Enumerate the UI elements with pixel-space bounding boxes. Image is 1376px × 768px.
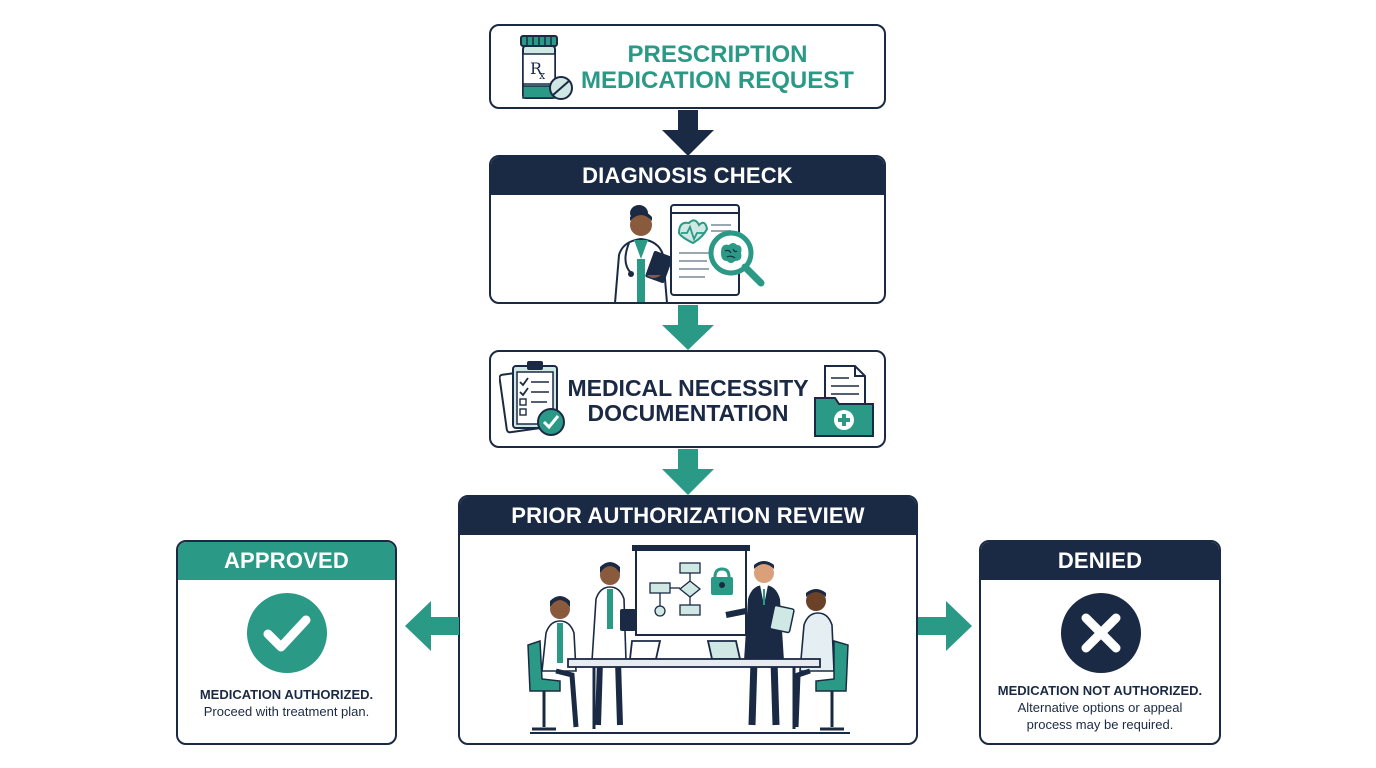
request-title-line1: PRESCRIPTION xyxy=(627,41,808,68)
svg-text:R: R xyxy=(530,59,543,78)
approved-bold-text: MEDICATION AUTHORIZED. xyxy=(199,687,374,702)
down-arrow-icon xyxy=(662,305,714,350)
clipboard-checklist-icon xyxy=(499,361,565,436)
node-prior-authorization-review: PRIOR AUTHORIZATION REVIEW xyxy=(458,495,918,745)
necessity-title-line2: DOCUMENTATION xyxy=(587,400,789,426)
node-diagnosis-check: DIAGNOSIS CHECK xyxy=(489,155,886,304)
diagnosis-header: DIAGNOSIS CHECK xyxy=(491,157,884,195)
svg-text:x: x xyxy=(539,69,546,82)
node-prescription-request: R x PRESCRIPTION MEDICATION REQUEST xyxy=(489,24,886,109)
necessity-title-line1: MEDICAL NECESSITY xyxy=(567,375,809,401)
node-denied: DENIED MEDICATION NOT AUTHORIZED. Altern… xyxy=(979,540,1221,745)
approved-header: APPROVED xyxy=(178,542,395,580)
meeting-team-icon xyxy=(527,545,850,734)
review-header: PRIOR AUTHORIZATION REVIEW xyxy=(460,497,916,535)
right-arrow-icon xyxy=(918,601,972,651)
pill-bottle-icon: R x xyxy=(520,35,573,100)
down-arrow-icon xyxy=(662,110,714,156)
x-mark-icon xyxy=(1061,593,1141,673)
checkmark-icon xyxy=(247,593,327,673)
down-arrow-icon xyxy=(662,449,714,495)
node-approved: APPROVED MEDICATION AUTHORIZED. Proceed … xyxy=(176,540,397,745)
left-arrow-icon xyxy=(405,601,459,651)
denied-header: DENIED xyxy=(981,542,1219,580)
approved-description: Proceed with treatment plan. xyxy=(203,704,370,719)
medical-chart-magnifier-icon xyxy=(670,204,765,296)
denied-description-line1: Alternative options or appeal xyxy=(1017,700,1183,715)
denied-description-line2: process may be required. xyxy=(1026,717,1174,732)
medical-folder-icon xyxy=(814,365,874,437)
node-medical-necessity: MEDICAL NECESSITY DOCUMENTATION xyxy=(489,350,886,448)
request-title-line2: MEDICATION REQUEST xyxy=(581,67,854,94)
doctor-tablet-icon xyxy=(614,205,673,302)
denied-bold-text: MEDICATION NOT AUTHORIZED. xyxy=(997,683,1203,698)
